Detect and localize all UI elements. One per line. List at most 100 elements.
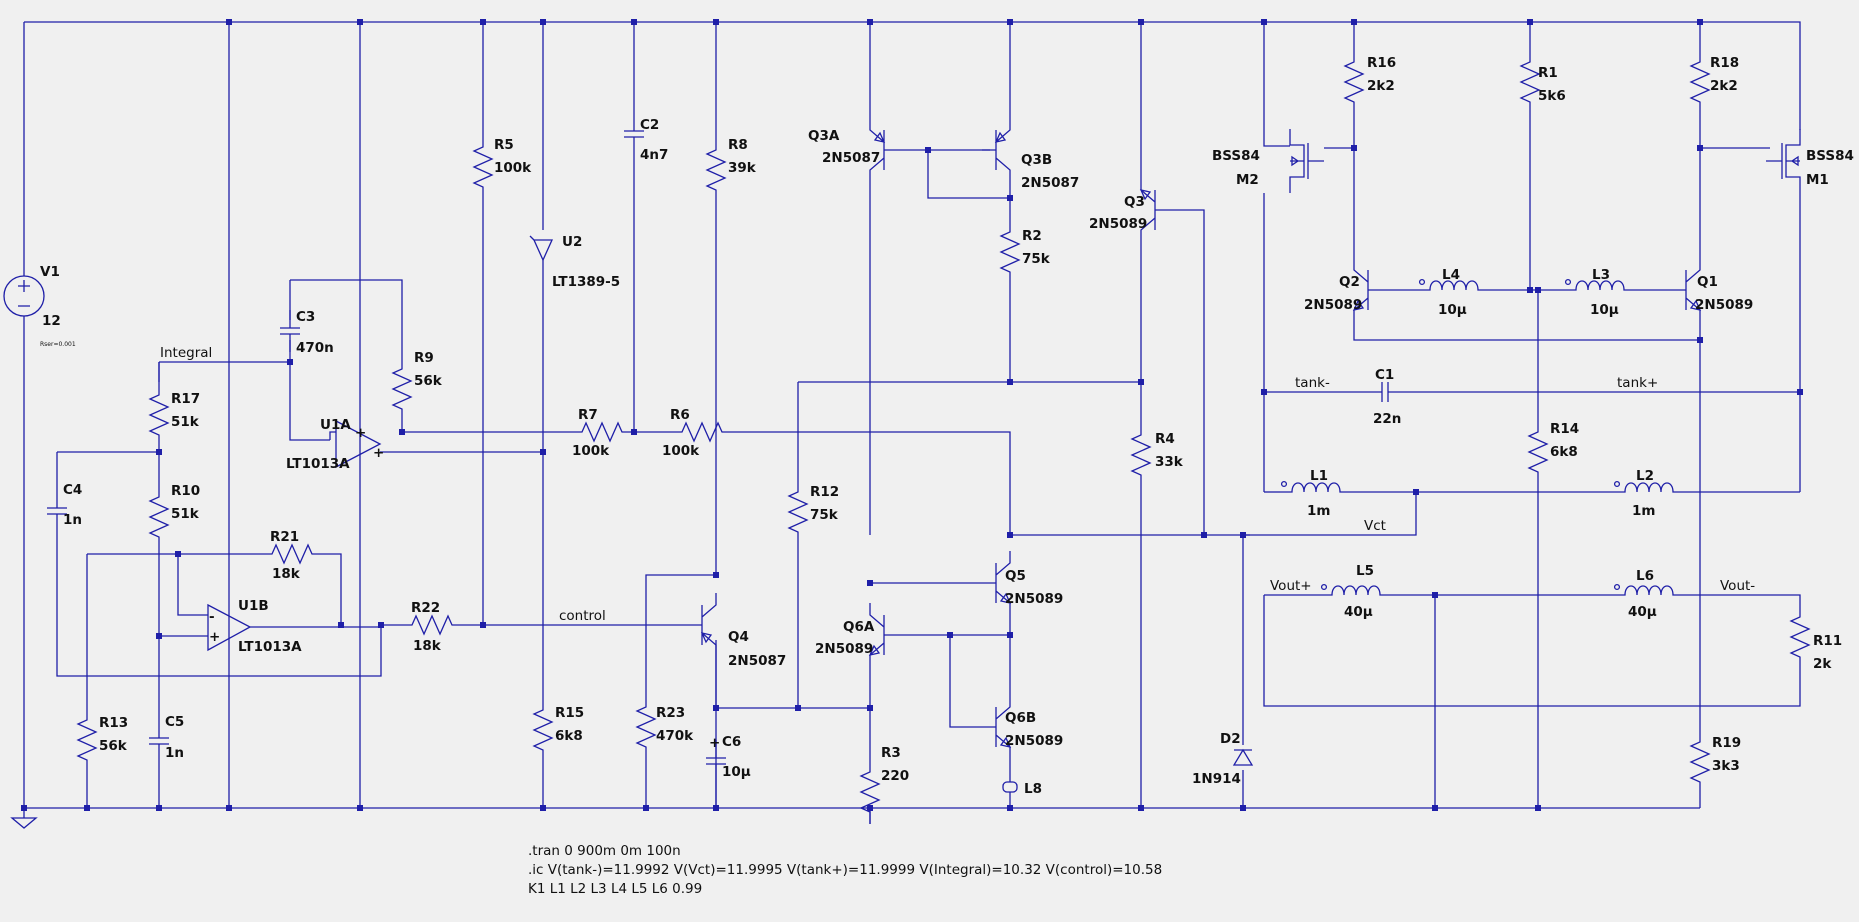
net-label-vct: Vct	[1364, 518, 1386, 534]
q6a-name: Q6A	[843, 619, 875, 635]
r12-value: 75k	[810, 507, 839, 523]
c6-name: C6	[722, 734, 741, 750]
r2-name: R2	[1022, 228, 1042, 244]
c6-polarity: +	[709, 735, 720, 751]
q6b-model: 2N5089	[1005, 733, 1063, 749]
directive-ic: .ic V(tank-)=11.9992 V(Vct)=11.9995 V(ta…	[528, 862, 1162, 878]
r21-value: 18k	[272, 566, 301, 582]
l3-name: L3	[1592, 267, 1610, 283]
l3-value: 10µ	[1590, 302, 1619, 318]
r5-value: 100k	[494, 160, 532, 176]
voltage-source-symbol	[3, 275, 45, 317]
r16-value: 2k2	[1367, 78, 1395, 94]
r4-value: 33k	[1155, 454, 1184, 470]
q3b-model: 2N5087	[1021, 175, 1079, 191]
r4-name: R4	[1155, 431, 1175, 447]
r11-value: 2k	[1813, 656, 1832, 672]
net-label-integral: Integral	[160, 345, 212, 361]
r1-name: R1	[1538, 65, 1558, 81]
l4-value: 10µ	[1438, 302, 1467, 318]
q4-name: Q4	[728, 629, 749, 645]
u1a-model: LT1013A	[286, 456, 350, 472]
q5-model: 2N5089	[1005, 591, 1063, 607]
r2-value: 75k	[1022, 251, 1051, 267]
r23-value: 470k	[656, 728, 694, 744]
u1b-plus-pin: +	[209, 629, 220, 645]
m2-model: BSS84	[1212, 148, 1260, 164]
l6-name: L6	[1636, 568, 1654, 584]
c2-value: 4n7	[640, 147, 668, 163]
r3-value: 220	[881, 768, 909, 784]
r8-value: 39k	[728, 160, 757, 176]
l8-name: L8	[1024, 781, 1042, 797]
junction-dots	[21, 19, 1803, 811]
l5-name: L5	[1356, 563, 1374, 579]
m2-name: M2	[1236, 172, 1259, 188]
net-label-vout-plus: Vout+	[1270, 578, 1312, 594]
q3a-model: 2N5087	[822, 150, 880, 166]
r5-name: R5	[494, 137, 514, 153]
q1-name: Q1	[1697, 274, 1718, 290]
q3-name: Q3	[1124, 194, 1145, 210]
v1-detail: Rser=0.001	[40, 341, 76, 348]
r11-name: R11	[1813, 633, 1842, 649]
c5-name: C5	[165, 714, 184, 730]
r22-value: 18k	[413, 638, 442, 654]
l2-name: L2	[1636, 468, 1654, 484]
r6-name: R6	[670, 407, 690, 423]
wires	[3, 21, 1810, 829]
c4-name: C4	[63, 482, 82, 498]
q3a-name: Q3A	[808, 128, 840, 144]
r13-name: R13	[99, 715, 128, 731]
directive-coupling: K1 L1 L2 L3 L4 L5 L6 0.99	[528, 881, 702, 897]
c1-value: 22n	[1373, 411, 1401, 427]
c6-value: 10µ	[722, 764, 751, 780]
net-label-tank-plus: tank+	[1617, 375, 1658, 391]
l6-value: 40µ	[1628, 604, 1657, 620]
q6b-name: Q6B	[1005, 710, 1036, 726]
net-label-tank-minus: tank-	[1295, 375, 1330, 391]
q5-name: Q5	[1005, 568, 1026, 584]
r23-name: R23	[656, 705, 685, 721]
q6a-model: 2N5089	[815, 641, 873, 657]
r22-name: R22	[411, 600, 440, 616]
r10-value: 51k	[171, 506, 200, 522]
r15-value: 6k8	[555, 728, 583, 744]
l5-value: 40µ	[1344, 604, 1373, 620]
r9-value: 56k	[414, 373, 443, 389]
u1a-name: U1A	[320, 417, 351, 433]
r13-value: 56k	[99, 738, 128, 754]
net-label-control: control	[559, 608, 606, 624]
r17-name: R17	[171, 391, 200, 407]
r14-name: R14	[1550, 421, 1579, 437]
r7-value: 100k	[572, 443, 610, 459]
l4-name: L4	[1442, 267, 1460, 283]
directive-tran: .tran 0 900m 0m 100n	[528, 843, 681, 859]
u1b-name: U1B	[238, 598, 269, 614]
m1-model: BSS84	[1806, 148, 1854, 164]
r19-value: 3k3	[1712, 758, 1740, 774]
q3b-name: Q3B	[1021, 152, 1052, 168]
r17-value: 51k	[171, 414, 200, 430]
net-label-vout-minus: Vout-	[1720, 578, 1755, 594]
u2-model: LT1389-5	[552, 274, 620, 290]
r9-name: R9	[414, 350, 434, 366]
u1b-minus-pin: -	[209, 609, 215, 625]
u2-name: U2	[562, 234, 582, 250]
r18-name: R18	[1710, 55, 1739, 71]
d2-model: 1N914	[1192, 771, 1241, 787]
r14-value: 6k8	[1550, 444, 1578, 460]
q2-model: 2N5089	[1304, 297, 1362, 313]
r15-name: R15	[555, 705, 584, 721]
r21-name: R21	[270, 529, 299, 545]
r8-name: R8	[728, 137, 748, 153]
q4-model: 2N5087	[728, 653, 786, 669]
l1-name: L1	[1310, 468, 1328, 484]
d2-name: D2	[1220, 731, 1241, 747]
q1-model: 2N5089	[1695, 297, 1753, 313]
r7-name: R7	[578, 407, 598, 423]
u1a-plus-pin: +	[355, 425, 366, 441]
u1b-model: LT1013A	[238, 639, 302, 655]
c1-name: C1	[1375, 367, 1394, 383]
